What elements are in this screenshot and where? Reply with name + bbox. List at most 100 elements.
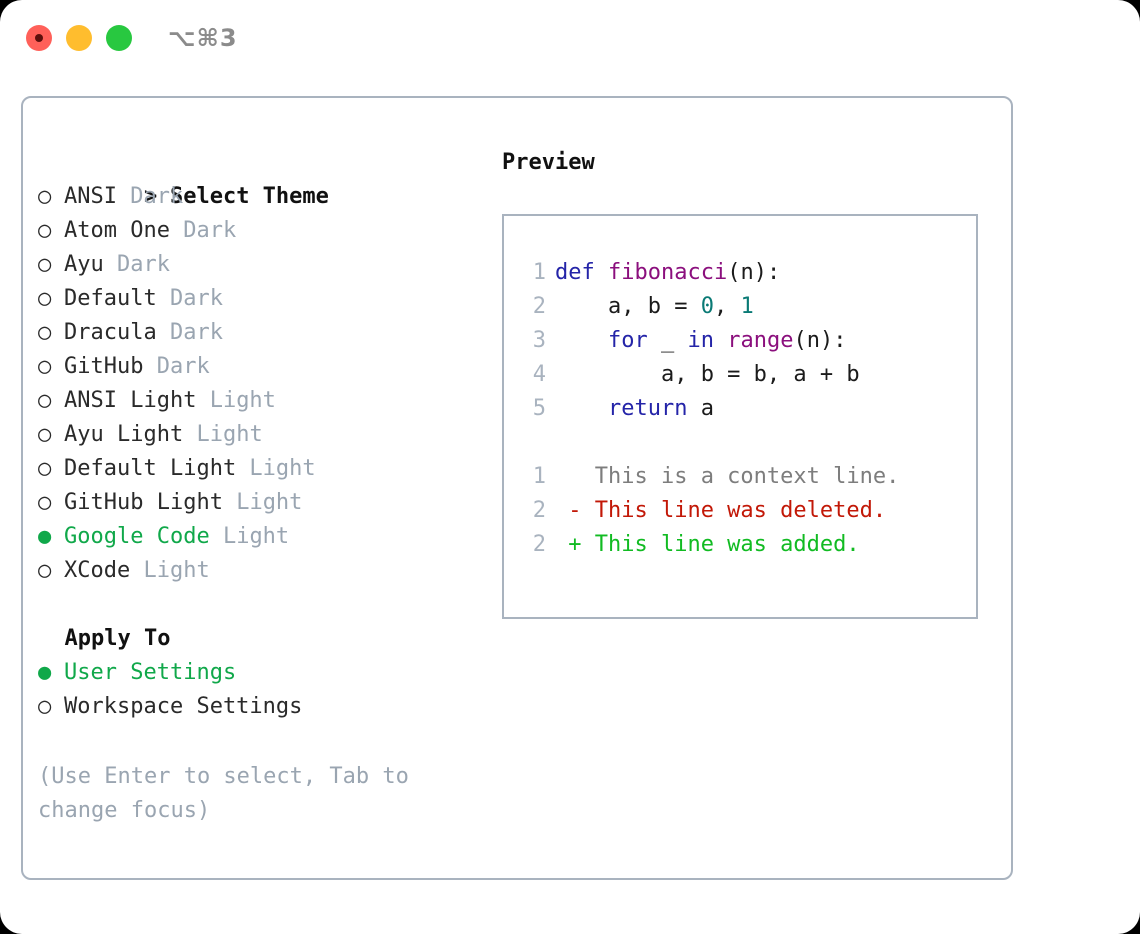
code-token: def: [555, 260, 608, 285]
theme-option[interactable]: ● Google Code Light: [38, 520, 478, 554]
theme-option-variant: Light: [222, 490, 303, 515]
theme-option-label: Ayu: [64, 252, 104, 277]
theme-option-label: Google Code: [64, 524, 210, 549]
code-token: (n):: [727, 260, 781, 285]
radio-unselected-icon: ○: [38, 354, 65, 379]
radio-unselected-icon: ○: [38, 558, 65, 583]
apply-to-option-label: Workspace Settings: [64, 694, 303, 719]
theme-option-variant: Dark: [116, 184, 184, 209]
diff-line: 2 - This line was deleted.: [504, 494, 976, 528]
line-number: 4: [532, 362, 546, 387]
theme-option-label: Ayu Light: [64, 422, 184, 447]
diff-sample: 1 This is a context line.2 - This line w…: [504, 460, 976, 562]
radio-unselected-icon: ○: [38, 388, 65, 413]
line-number: 2: [532, 532, 546, 557]
code-token: [555, 328, 608, 353]
keyboard-shortcut-label: ⌥⌘3: [168, 24, 238, 52]
theme-option-label: Atom One: [64, 218, 170, 243]
theme-option-label: Default Light: [64, 456, 237, 481]
theme-option-label: GitHub: [64, 354, 144, 379]
diff-line-text: This is a context line.: [555, 464, 900, 489]
theme-option[interactable]: ○ Ayu Light Light: [38, 418, 478, 452]
theme-option-label: Dracula: [64, 320, 157, 345]
theme-option[interactable]: ○ Ayu Dark: [38, 248, 478, 282]
theme-option-variant: Dark: [103, 252, 170, 277]
line-number: 2: [532, 498, 546, 523]
radio-unselected-icon: ○: [38, 490, 65, 515]
apply-to-heading: Apply To: [38, 626, 171, 651]
line-number: 3: [532, 328, 546, 353]
line-number: 1: [532, 260, 546, 285]
theme-option[interactable]: ○ GitHub Light Light: [38, 486, 478, 520]
theme-option[interactable]: ○ GitHub Dark: [38, 350, 478, 384]
theme-option-variant: Dark: [156, 320, 223, 345]
apply-to-option[interactable]: ○ Workspace Settings: [38, 690, 478, 724]
radio-selected-icon: ●: [38, 524, 65, 549]
code-token: [714, 328, 727, 353]
code-token: in: [687, 328, 714, 353]
code-diff-separator: [504, 426, 976, 460]
theme-option-label: GitHub Light: [64, 490, 223, 515]
radio-selected-icon: ●: [38, 660, 65, 685]
code-token: (n):: [793, 328, 847, 353]
title-bar: ⌥⌘3: [0, 0, 1140, 78]
code-line: 5 return a: [504, 392, 976, 426]
theme-list-heading: > Select Theme: [38, 146, 478, 209]
maximize-button[interactable]: [106, 25, 132, 51]
diff-line-text: - This line was deleted.: [555, 498, 887, 523]
code-token: ,: [713, 294, 741, 319]
theme-option[interactable]: ○ ANSI Dark: [38, 180, 478, 214]
radio-unselected-icon: ○: [38, 694, 65, 719]
window-controls: [26, 25, 132, 51]
theme-option-variant: Light: [236, 456, 316, 481]
code-token: range: [727, 328, 794, 353]
radio-unselected-icon: ○: [38, 320, 65, 345]
theme-option-variant: Dark: [156, 286, 223, 311]
code-token: 1: [740, 294, 754, 319]
theme-option[interactable]: ○ ANSI Light Light: [38, 384, 478, 418]
theme-option-label: XCode: [64, 558, 131, 583]
apply-to-option-label: User Settings: [64, 660, 237, 685]
theme-option-variant: Light: [196, 388, 276, 413]
code-token: a, b = b, a + b: [555, 362, 860, 387]
theme-option-variant: Dark: [143, 354, 210, 379]
theme-option[interactable]: ○ Default Light Light: [38, 452, 478, 486]
code-token: a: [687, 396, 714, 421]
apply-to-option[interactable]: ● User Settings: [38, 656, 478, 690]
code-line: 4 a, b = b, a + b: [504, 358, 976, 392]
theme-option-variant: Light: [183, 422, 263, 447]
code-token: _: [647, 328, 688, 353]
radio-unselected-icon: ○: [38, 184, 65, 209]
theme-list-heading-label: Select Theme: [169, 184, 329, 209]
caret-icon: >: [143, 184, 171, 209]
radio-unselected-icon: ○: [38, 422, 65, 447]
theme-option-label: Default: [64, 286, 157, 311]
code-line: 2 a, b = 0, 1: [504, 290, 976, 324]
code-token: 0: [700, 294, 714, 319]
list-spacer: [38, 588, 478, 622]
line-number: 2: [532, 294, 546, 319]
code-token: return: [607, 396, 688, 421]
theme-option[interactable]: ○ Default Dark: [38, 282, 478, 316]
theme-option-variant: Dark: [169, 218, 237, 243]
theme-option[interactable]: ○ Atom One Dark: [38, 214, 478, 248]
theme-option-variant: Light: [209, 524, 290, 549]
radio-unselected-icon: ○: [38, 286, 65, 311]
radio-unselected-icon: ○: [38, 456, 65, 481]
minimize-button[interactable]: [66, 25, 92, 51]
line-number: 5: [532, 396, 546, 421]
close-button[interactable]: [26, 25, 52, 51]
radio-unselected-icon: ○: [38, 218, 65, 243]
theme-option[interactable]: ○ XCode Light: [38, 554, 478, 588]
theme-option-variant: Light: [130, 558, 210, 583]
apply-to-options: ● User Settings○ Workspace Settings: [38, 656, 478, 724]
diff-line: 1 This is a context line.: [504, 460, 976, 494]
code-token: a, b =: [555, 294, 701, 319]
theme-option-label: ANSI Light: [64, 388, 197, 413]
theme-option[interactable]: ○ Dracula Dark: [38, 316, 478, 350]
code-token: [555, 396, 608, 421]
